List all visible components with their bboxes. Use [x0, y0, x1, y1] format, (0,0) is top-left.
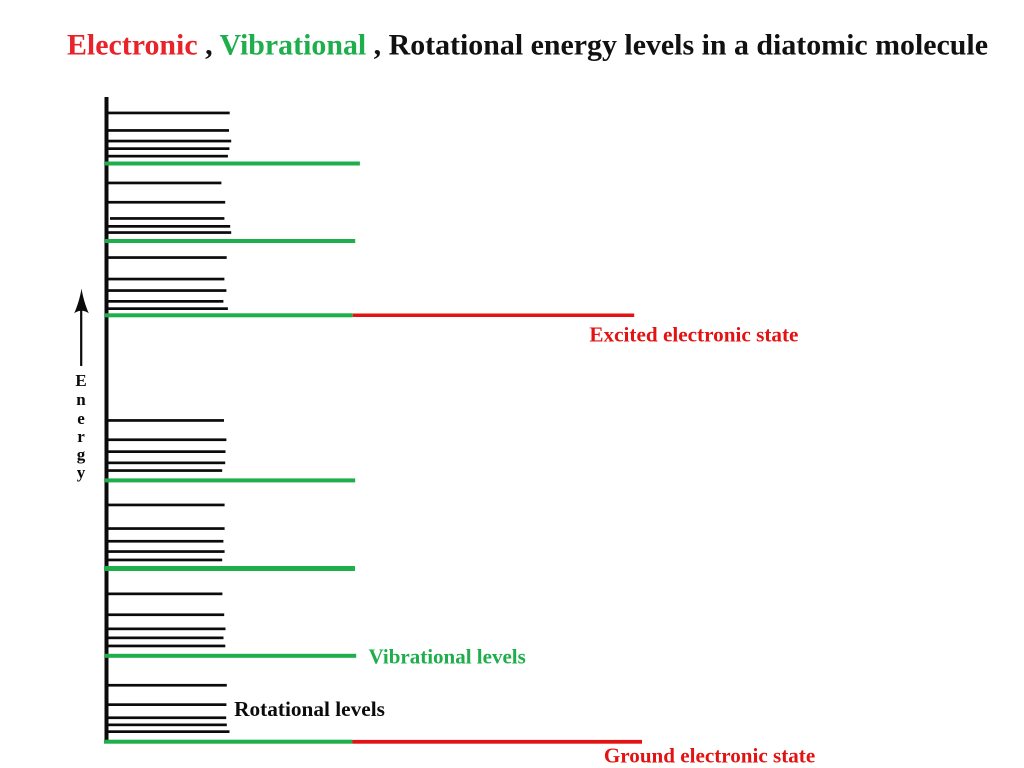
svg-text:Vibrational levels: Vibrational levels: [369, 645, 526, 669]
svg-text:n: n: [76, 390, 86, 409]
svg-text:E: E: [75, 371, 86, 390]
svg-text:Excited electronic state: Excited electronic state: [589, 323, 798, 347]
svg-text:Electronic , Vibrational , Rot: Electronic , Vibrational , Rotational en…: [67, 29, 988, 62]
svg-text:y: y: [77, 463, 86, 482]
svg-text:Rotational levels: Rotational levels: [234, 697, 385, 721]
svg-text:Ground electronic state: Ground electronic state: [604, 744, 815, 768]
svg-text:r: r: [77, 427, 85, 446]
svg-text:g: g: [77, 445, 86, 464]
svg-text:e: e: [77, 409, 85, 428]
